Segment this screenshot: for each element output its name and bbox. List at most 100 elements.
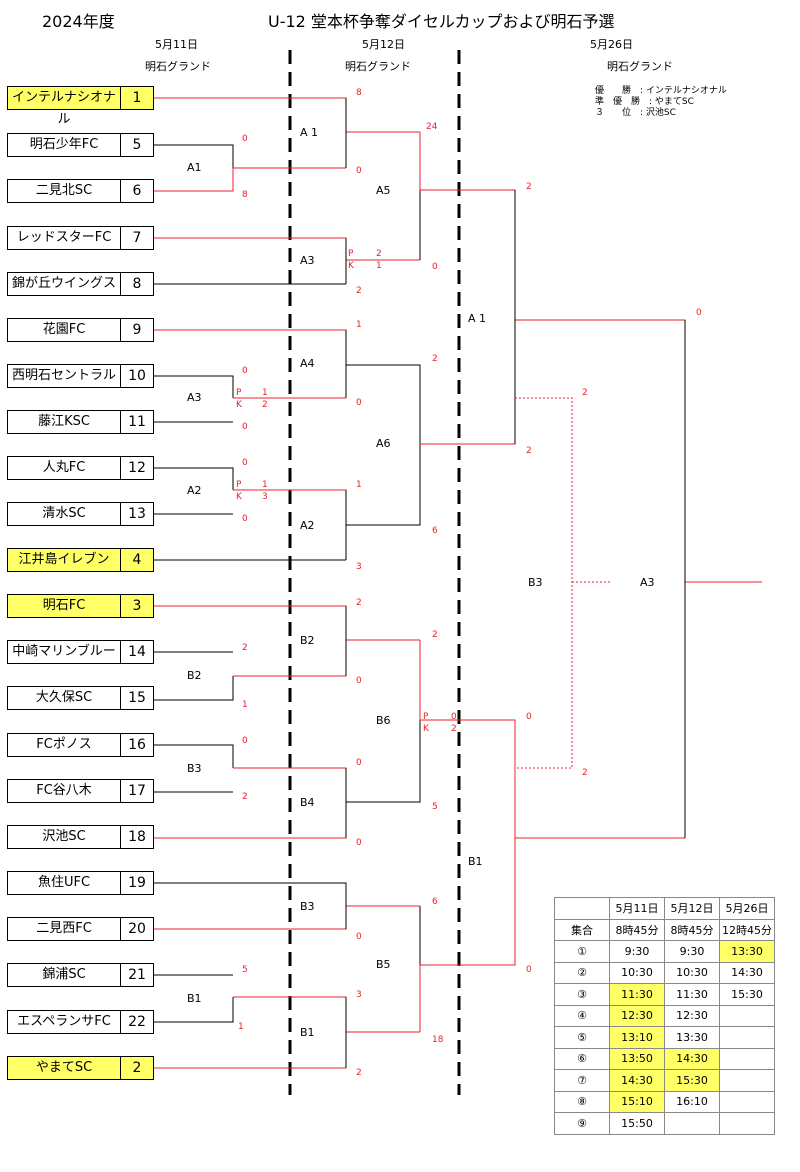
schedule-cell: ⑧ [554,1090,610,1113]
schedule-cell: 16:10 [664,1090,720,1113]
winner-label: 優 勝 : [595,86,644,96]
score: 0 [242,458,248,468]
score: 2 [432,354,438,364]
score: 0 [526,712,532,722]
score: 0 [451,712,457,722]
match-label: A 1 [468,312,487,325]
score: 8 [356,88,362,98]
match-label: B1 [468,855,483,868]
score: 2 [242,792,248,802]
team-name: 人丸FC [8,457,121,479]
schedule-cell: ① [554,940,610,963]
schedule-cell: 10:30 [609,961,665,984]
score: 2 [356,286,362,296]
match-label: B6 [376,714,391,727]
score: K [348,261,354,271]
schedule-cell: ③ [554,983,610,1006]
schedule-cell [554,897,610,920]
score: K [236,400,242,410]
team-name: 江井島イレブン [8,549,121,571]
score: 1 [356,480,362,490]
team-box: 中崎マリンブルー 14 [7,640,154,664]
third-label: ３ 位 : [595,108,644,118]
schedule-cell [719,1090,775,1113]
schedule-cell: 11:30 [609,983,665,1006]
score: 24 [426,122,438,132]
team-box: 人丸FC 12 [7,456,154,480]
runner-up-label: 準 優 勝 : [595,97,653,107]
score: 1 [242,700,248,710]
match-label: A4 [300,357,315,370]
date-day3: 5月26日 [590,38,633,51]
score: 0 [356,676,362,686]
team-name: 藤江KSC [8,411,121,433]
schedule-cell: 12:30 [664,1004,720,1027]
schedule-cell: 13:10 [609,1026,665,1049]
schedule-cell: 15:30 [719,983,775,1006]
year-label: 2024年度 [42,12,115,31]
date-day2: 5月12日 [362,38,405,51]
schedule-cell: ⑤ [554,1026,610,1049]
team-number: 14 [128,644,146,660]
team-number: 11 [128,414,146,430]
score: P [236,480,242,490]
schedule-cell: ⑦ [554,1069,610,1092]
schedule-cell: 集合 [554,918,610,941]
score: 1 [376,261,382,271]
score: 2 [242,643,248,653]
schedule-cell: 9:30 [664,940,720,963]
schedule-cell: ② [554,961,610,984]
match-label: B1 [300,1026,315,1039]
schedule-cell: 14:30 [719,961,775,984]
team-name: エスペランサFC [8,1011,121,1033]
team-number: 15 [128,690,146,706]
team-number: 2 [132,1060,142,1076]
schedule-cell: 14:30 [609,1069,665,1092]
score: 0 [356,398,362,408]
team-name: レッドスターFC [8,227,121,249]
match-label: A5 [376,184,391,197]
schedule-cell [719,1069,775,1092]
match-label: B2 [187,669,202,682]
team-box: 藤江KSC 11 [7,410,154,434]
team-name: 錦浦SC [8,964,121,986]
score: 0 [356,166,362,176]
schedule-cell: 12時45分 [719,918,775,941]
score: 3 [356,562,362,572]
team-number: 17 [128,783,146,799]
team-box: エスペランサFC 22 [7,1010,154,1034]
team-name: 花園FC [8,319,121,341]
venue-day2: 明石グランド [345,60,411,73]
team-name: 中崎マリンブルー [8,641,121,663]
team-number: 6 [132,183,142,199]
team-number: 18 [128,829,146,845]
team-name: 魚住UFC [8,872,121,894]
schedule-cell: 11:30 [664,983,720,1006]
score: K [423,724,429,734]
score: 2 [526,182,532,192]
venue-day1: 明石グランド [145,60,211,73]
team-name: インテルナシオナル [8,87,121,127]
team-number: 7 [132,230,142,246]
team-number: 12 [128,460,146,476]
score: 2 [582,768,588,778]
match-label: A2 [187,484,202,497]
team-number: 22 [128,1014,146,1030]
score: K [236,492,242,502]
score: 5 [242,965,248,975]
team-number: 1 [132,90,142,106]
